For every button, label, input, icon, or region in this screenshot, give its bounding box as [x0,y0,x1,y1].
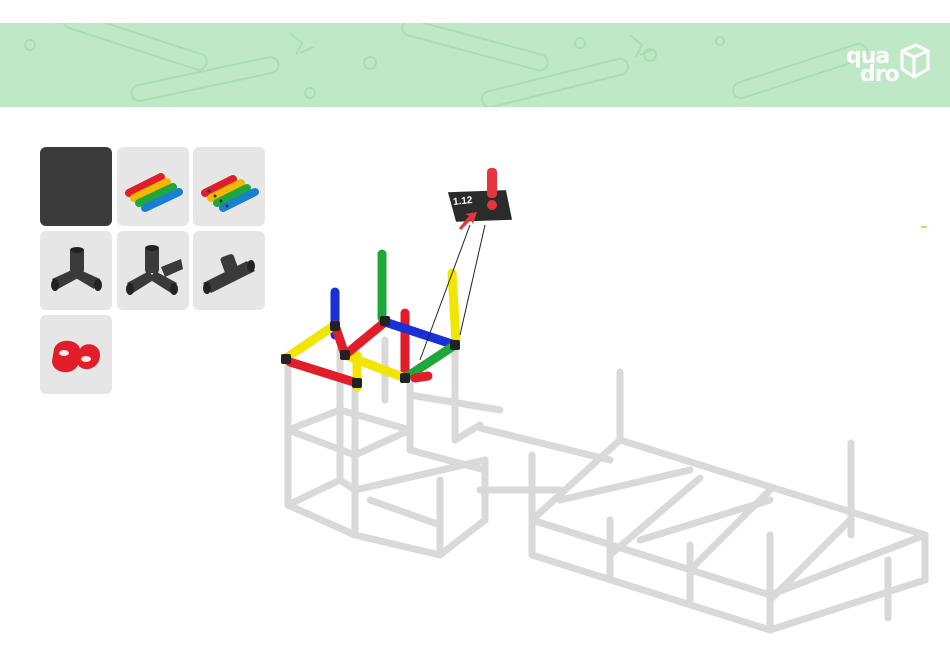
quadro-logo[interactable]: qua dro [846,41,936,93]
palette-tile-4way[interactable] [117,231,189,310]
new-parts [286,254,456,387]
color-tubes-icon [193,147,265,226]
t-connector-icon [193,231,265,310]
cube-logo-icon [896,41,932,81]
step-number: 1.12 [452,195,473,208]
palette-tile-t[interactable] [193,231,265,310]
palette-tile-3way[interactable] [40,231,112,310]
color-tubes-icon [117,147,189,226]
header-banner: qua dro [0,23,950,107]
three-way-connector-icon [40,231,112,310]
assembly-view[interactable] [270,160,950,660]
palette-tile-tubes-a[interactable] [117,147,189,226]
red-clamp-icon [40,315,112,394]
scene-marker [921,226,927,228]
connectors [281,316,460,388]
existing-frame [288,340,925,630]
four-way-connector-icon [117,231,189,310]
palette-tile-clamp[interactable] [40,315,112,394]
palette-tile-tubes-b[interactable] [193,147,265,226]
logo-text-bottom: dro [860,65,899,85]
exclamation-icon [487,168,497,198]
banner-pattern [0,23,950,107]
palette-tile-empty[interactable] [40,147,112,226]
